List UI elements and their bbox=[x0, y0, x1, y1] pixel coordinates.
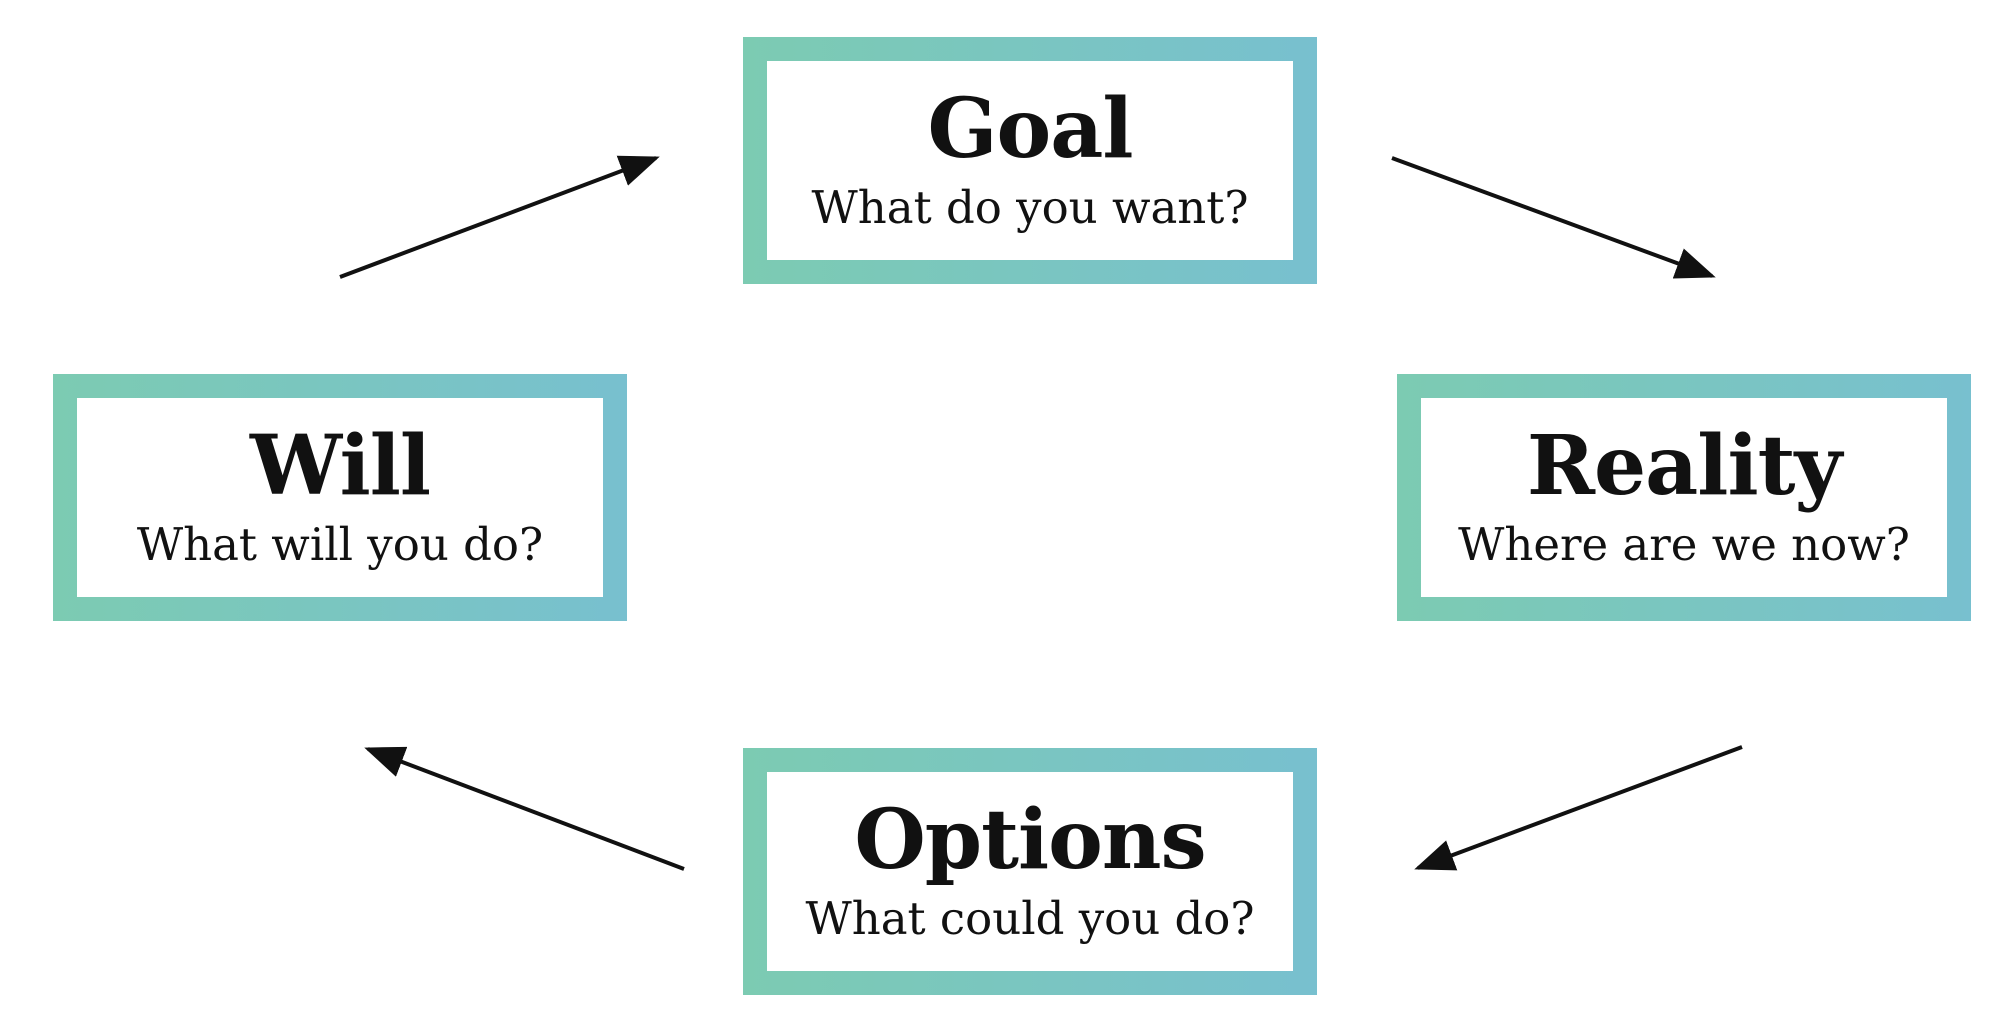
arrow-options-to-will bbox=[364, 746, 685, 871]
options-box-inner: Options What could you do? bbox=[767, 772, 1293, 971]
will-subtitle: What will you do? bbox=[136, 517, 544, 571]
goal-box: Goal What do you want? bbox=[743, 37, 1317, 284]
options-box: Options What could you do? bbox=[743, 748, 1317, 995]
options-title: Options bbox=[854, 792, 1206, 889]
will-box: Will What will you do? bbox=[53, 374, 627, 621]
arrow-reality-to-options bbox=[1414, 745, 1743, 871]
arrow-will-to-goal bbox=[339, 155, 660, 279]
reality-box: Reality Where are we now? bbox=[1397, 374, 1971, 621]
arrow-goal-to-reality bbox=[1391, 156, 1716, 279]
goal-subtitle: What do you want? bbox=[811, 180, 1249, 234]
will-box-inner: Will What will you do? bbox=[77, 398, 603, 597]
options-subtitle: What could you do? bbox=[805, 891, 1255, 945]
reality-title: Reality bbox=[1526, 418, 1842, 515]
will-title: Will bbox=[249, 418, 431, 515]
goal-title: Goal bbox=[927, 81, 1133, 178]
reality-subtitle: Where are we now? bbox=[1458, 517, 1910, 571]
goal-box-inner: Goal What do you want? bbox=[767, 61, 1293, 260]
reality-box-inner: Reality Where are we now? bbox=[1421, 398, 1947, 597]
